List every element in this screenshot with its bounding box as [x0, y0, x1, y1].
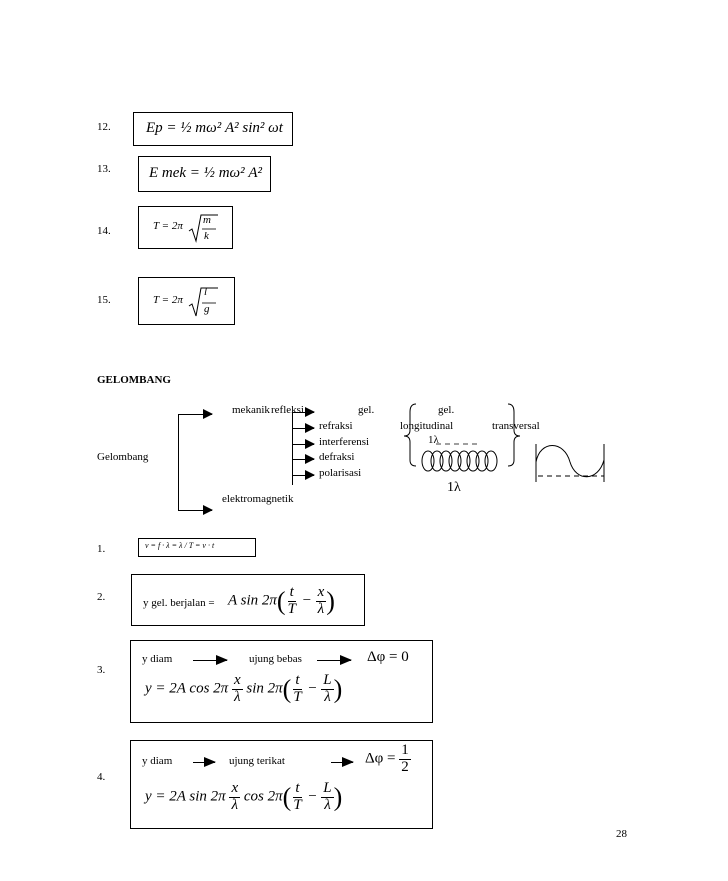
diagram-root-label: Gelombang: [97, 451, 149, 463]
item-3-arrow: [317, 655, 352, 665]
item-1-box: v = f · λ = λ / T = v · t: [138, 538, 256, 557]
formula-14-rad-den: k: [204, 230, 209, 242]
item-2-frac-den: T: [287, 600, 296, 617]
transverse-wave-icon: [535, 444, 605, 482]
brace-icon: [403, 403, 417, 467]
wave-diagrams: [403, 403, 605, 482]
property-item: interferensi: [319, 436, 370, 448]
formula-14-box: T = 2π m k: [138, 206, 233, 249]
formula-15-rad-num: l: [204, 286, 208, 298]
item-3-eq-a: y = 2A cos 2π: [145, 680, 229, 697]
item-4-phase: Δφ =: [365, 750, 396, 767]
item-2-frac-num: x: [315, 584, 327, 602]
formula-15-number: 15.: [97, 294, 111, 306]
item-4-frac-num: L: [321, 780, 334, 798]
item-3-frac-num: L: [321, 672, 334, 690]
item-3-frac-den: λ: [234, 688, 241, 705]
formula-13-number: 13.: [97, 163, 111, 175]
property-item: refraksi: [319, 420, 353, 432]
formula-14-lhs: T = 2π: [153, 220, 183, 232]
item-4-phase-den: 2: [401, 758, 409, 775]
formula-12-number: 12.: [97, 121, 111, 133]
item-2-number: 2.: [97, 591, 106, 603]
branch-elektromagnetik: elektromagnetik: [222, 493, 294, 505]
item-3-end-label: ujung bebas: [249, 653, 302, 665]
item-3-number: 3.: [97, 664, 106, 676]
item-3-eq-b: sin 2π: [246, 680, 283, 697]
formula-13-rest: mω² A²: [218, 165, 263, 181]
item-1-formula: v = f · λ = λ / T = v · t: [145, 541, 215, 550]
item-4-arrow: [331, 757, 354, 767]
elektromagnetik-arrow: [178, 505, 213, 515]
item-4-phase-num: 1: [399, 742, 411, 760]
wave-type-longitudinal: longitudinal: [400, 420, 454, 432]
item-3-arrow: [193, 655, 228, 665]
item-4-number: 4.: [97, 771, 106, 783]
sqrt-sign-icon: [188, 214, 218, 243]
item-3-frac-num: x: [231, 672, 243, 690]
property-arrow: [292, 470, 315, 480]
item-3-box: y diam ujung bebas Δφ = 0 y = 2A cos 2π …: [130, 640, 433, 723]
item-3-frac-num: t: [293, 672, 302, 690]
formula-14-rad-num: m: [203, 214, 211, 226]
formula-14-number: 14.: [97, 225, 111, 237]
item-4-frac-den: λ: [231, 796, 239, 813]
section-heading: GELOMBANG: [97, 374, 171, 386]
item-2-frac-den: λ: [317, 600, 325, 617]
item-1-number: 1.: [97, 543, 106, 555]
root-branch-line: [178, 414, 179, 511]
property-item: defraksi: [319, 451, 355, 463]
item-4-arrow: [193, 757, 216, 767]
item-4-frac-den: T: [293, 796, 302, 813]
formula-15-rad-den: g: [204, 303, 210, 315]
formula-15-lhs: T = 2π: [153, 294, 183, 306]
formula-13-box: E mek = ½ mω² A²: [138, 156, 271, 192]
item-3-phase: Δφ = 0: [367, 649, 409, 665]
item-2-frac-num: t: [287, 584, 296, 602]
property-arrow: [292, 407, 315, 417]
property-arrow: [292, 439, 315, 449]
item-3-y-label: y diam: [142, 653, 173, 665]
branch-mekanik: mekanik: [232, 404, 270, 416]
spring-coil-icon: [421, 450, 498, 472]
formula-12-box: Ep = ½ mω² A² sin² ωt: [133, 112, 293, 146]
wave-type-transversal: transversal: [492, 420, 540, 432]
lambda-label-big: 1λ: [447, 480, 461, 495]
formula-15-box: T = 2π l g: [138, 277, 235, 325]
item-4-eq-a: y = 2A sin 2π: [145, 788, 226, 805]
brace-icon: [507, 403, 521, 467]
item-3-frac-den: T: [293, 688, 302, 705]
formula-12-lhs: Ep = ½: [146, 120, 192, 136]
property-arrow: [292, 423, 315, 433]
formula-12-rest: mω² A² sin² ωt: [195, 120, 283, 136]
item-3-frac-den: λ: [324, 688, 331, 705]
item-2-expr: A sin 2π: [228, 592, 277, 609]
property-item: polarisasi: [319, 467, 362, 479]
item-4-eq-b: cos 2π: [243, 788, 283, 805]
mekanik-arrow: [178, 409, 213, 419]
item-4-y-label: y diam: [142, 755, 173, 767]
item-4-frac-num: t: [293, 780, 302, 798]
lambda-label-small: 1λ: [428, 434, 439, 446]
wave-type-gel: gel.: [438, 404, 455, 416]
item-4-end-label: ujung terikat: [229, 755, 285, 767]
item-4-frac-den: λ: [324, 796, 331, 813]
properties-branch-line: [292, 412, 293, 485]
item-2-label: y gel. berjalan =: [143, 597, 215, 609]
formula-13-lhs: E mek = ½: [149, 165, 215, 181]
property-item: refleksi: [271, 404, 304, 416]
page-number: 28: [616, 828, 627, 840]
wave-type-gel: gel.: [358, 404, 375, 416]
sqrt-sign-icon: [188, 287, 218, 317]
property-arrow: [292, 454, 315, 464]
item-4-frac-num: x: [229, 780, 241, 798]
